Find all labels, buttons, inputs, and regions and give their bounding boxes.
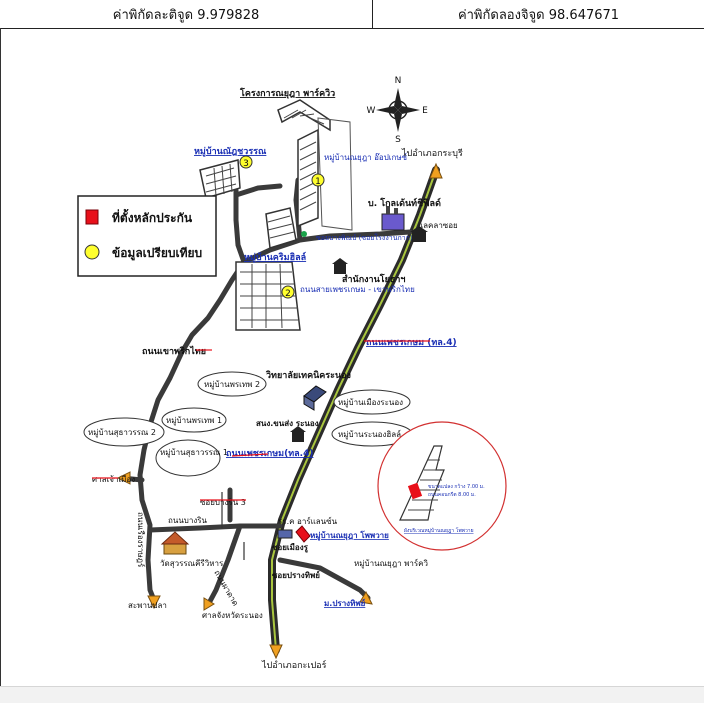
label-to-kraburi: ไปอำเภอกระบุรี <box>401 148 463 159</box>
college-building-icon <box>303 385 327 411</box>
label-pornthep2: หมู่บ้านพรเทพ 2 <box>204 380 260 390</box>
oval-muang-ranong <box>333 389 411 415</box>
svg-text:1: 1 <box>315 177 321 187</box>
village-krim-hill-block <box>235 207 301 331</box>
compass-rose-icon: N S W E <box>367 76 429 145</box>
comparison-marker-3: 3 <box>239 155 253 169</box>
label-ranong-hill: หมู่บ้านระนองฮิลล์ <box>338 429 401 440</box>
bank-icon <box>410 226 428 242</box>
label-road-ruangrat: ถนนเรืองราษฎร์ <box>136 512 146 568</box>
legend-comparison-label: ข้อมูลเปรียบเทียบ <box>112 246 202 261</box>
svg-text:W: W <box>367 106 376 116</box>
arrow-north-icon <box>429 162 443 179</box>
svg-text:2: 2 <box>285 289 291 299</box>
label-school-anuban: รร.ค อาร์แลนซ์น <box>278 516 338 526</box>
green-point <box>301 231 307 237</box>
label-soi-muang: ซอยเมืองรู <box>272 542 309 553</box>
label-kumlao: แลคลาซอย <box>418 221 458 230</box>
legend-comparison-swatch <box>84 244 100 260</box>
arrow-sw-icon <box>203 597 215 611</box>
label-muang-ranong: หมู่บ้านเมืองระนอง <box>338 398 403 408</box>
label-road-phetkasem-1: ถนนเพชรเกษม (ทล.4) <box>366 338 457 348</box>
oval-pornthep2 <box>197 371 267 397</box>
oval-sutawan1 <box>155 439 221 477</box>
label-office-yothas: สำนักงานโยธาฯ <box>342 273 405 285</box>
label-pornthep1: หมู่บ้านพรเทพ 1 <box>166 416 222 426</box>
temple-icon <box>160 531 190 555</box>
comparison-marker-2: 2 <box>281 285 295 299</box>
label-project-top: โครงการณยุฎา พาร์ควิว <box>239 87 335 99</box>
label-temple: วัดสุวรรณคีรีวิหาร <box>160 559 224 568</box>
label-to-kapoe: ไปอำเภอกะเปอร์ <box>261 659 327 671</box>
svg-text:E: E <box>422 106 428 116</box>
label-college: วิทยาลัยเทคนิคระนอง <box>265 370 351 381</box>
oval-sutawan2 <box>83 417 165 447</box>
label-school-ranong: สนง.ขนส่ง ระนอง <box>256 419 319 428</box>
arrow-south-icon <box>269 644 283 660</box>
latitude-cell: ค่าพิกัดละติจูด 9.979828 <box>0 0 373 28</box>
label-village-krim-hill: หมู่บ้านคริมฮิลล์ <box>244 251 306 263</box>
inset-site-plan: ขนาดแปลง กว้าง 7.00 ม. ถนนคอนกรีต 8.00 ม… <box>377 421 507 551</box>
school-icon <box>277 529 293 539</box>
label-golden-field: บ. โกลเด้นท์ชิฟิลด์ <box>368 197 441 209</box>
coordinate-header: ค่าพิกัดละติจูด 9.979828 ค่าพิกัดลองจิจู… <box>0 0 704 29</box>
label-kumlao-road: ซอยบางพิณบ์ (ซอยโรงงานกาก) <box>316 233 413 242</box>
svg-text:N: N <box>395 76 402 86</box>
oval-pornthep1 <box>161 407 227 433</box>
label-road-phetkasem-2: ถนนเพชรเกษม(ทล.4) <box>226 449 313 459</box>
office-building-icon <box>332 258 348 274</box>
highway-phetkasem <box>268 166 440 654</box>
arrow-west-icon <box>116 471 131 485</box>
arrow-se-icon <box>359 590 373 605</box>
label-soi-prang: ซอยปรางทิพย์ <box>272 570 320 580</box>
comparison-marker-1: 1 <box>311 173 325 187</box>
collateral-marker-icon <box>295 525 311 543</box>
label-village-nayuta-opt: หมู่บ้านณยุฎา อ๊อปเกษช์ <box>324 152 408 163</box>
label-m-prangthip: ม.ปรางทิพย์ <box>324 598 366 608</box>
left-border <box>0 28 1 686</box>
legend-box: ที่ตั้งหลักประกัน ข้อมูลเปรียบเทียบ <box>77 195 217 277</box>
label-road-phet-khao: ถนนสายเพชรเกษม - เขาพริกไทย <box>300 285 415 294</box>
label-sala-chang: ศาลจังหวัดระนอง <box>202 611 263 620</box>
label-road-khao-prik: ถนนเขาพริกไทย <box>142 345 206 357</box>
legend-location-label: ที่ตั้งหลักประกัน <box>112 208 193 225</box>
factory-icon <box>381 206 405 231</box>
label-soi-bangrin3: ซอยบางริน 3 <box>200 498 246 507</box>
svg-text:S: S <box>395 135 401 145</box>
svg-text:3: 3 <box>243 159 249 169</box>
label-shrine: ศาลเจ้าเมือง <box>92 475 135 484</box>
arrow-down-icon <box>147 595 161 610</box>
label-village-nayuta-pp: หมู่บ้านณยุฎา โพพวาย <box>310 530 389 541</box>
label-village-chatwaran: หมู่บ้านณัฎชวรรณ <box>194 146 267 157</box>
transport-office-icon <box>290 426 306 442</box>
bottom-strip <box>0 686 704 703</box>
legend-location-swatch <box>85 209 99 225</box>
longitude-cell: ค่าพิกัดลองจิจูด 98.647671 <box>457 7 620 23</box>
label-sutawan2: หมู่บ้านสุธาวรรณ 2 <box>88 428 156 438</box>
housing-project-top <box>277 99 353 231</box>
inset-label-a: ขนาดแปลง กว้าง 7.00 ม. <box>428 483 485 490</box>
label-sapan-pla: สะพานปลา <box>128 601 167 610</box>
village-chatwaran-block <box>199 159 241 199</box>
inset-label-b: ถนนคอนกรีต 8.00 ม. <box>428 491 476 498</box>
label-sutawan1: หมู่บ้านสุธาวรรณ 1 <box>160 448 228 458</box>
label-village-nayuta-park: หมู่บ้านณยุฎา พาร์ควิ <box>354 558 428 569</box>
inset-caption: ผังบริเวณหมู่บ้านณยุฎา โพพวาย <box>404 527 474 534</box>
label-road-bangrin: ถนนบางริน <box>168 516 208 525</box>
